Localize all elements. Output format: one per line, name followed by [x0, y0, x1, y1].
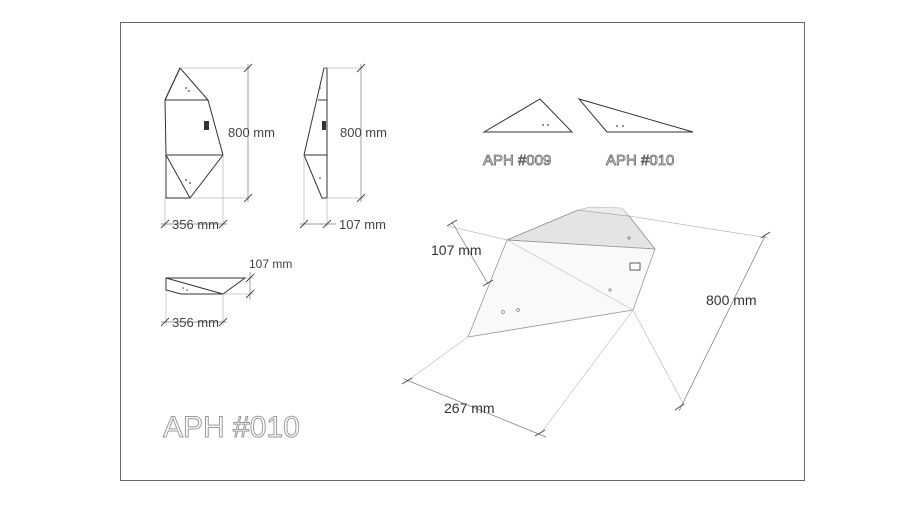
top-view-outline [165, 277, 247, 295]
variant-aph-010: APH #010 [577, 98, 694, 169]
side-height-label: 800 mm [340, 125, 387, 140]
top-depth-label: 107 mm [249, 257, 292, 271]
side-depth-label: 107 mm [339, 217, 386, 232]
isometric-view: 107 mm 800 mm 267 mm [401, 206, 771, 438]
top-view: 107 mm 356 mm [160, 257, 292, 330]
side-view: 800 mm 107 mm [299, 63, 387, 232]
side-logo-plate-icon [322, 121, 326, 130]
drawing-frame [120, 22, 805, 481]
variant-aph-009: APH #009 [482, 98, 574, 169]
front-width-label: 356 mm [172, 217, 219, 232]
top-width-label: 356 mm [172, 315, 219, 330]
iso-height-label: 800 mm [706, 292, 757, 308]
front-view: 800 mm 356 mm [160, 63, 275, 232]
variant-010-label: APH #010 [606, 152, 674, 169]
iso-width-label: 267 mm [444, 400, 495, 416]
drawing-title: APH #010 [163, 411, 300, 444]
variant-009-shape [482, 98, 574, 133]
front-height-label: 800 mm [228, 125, 275, 140]
variant-010-shape [577, 98, 694, 133]
iso-logo-plate-icon [629, 262, 641, 271]
iso-depth-label: 107 mm [431, 242, 482, 258]
logo-plate-icon [204, 121, 209, 130]
variant-009-label: APH #009 [483, 152, 551, 169]
